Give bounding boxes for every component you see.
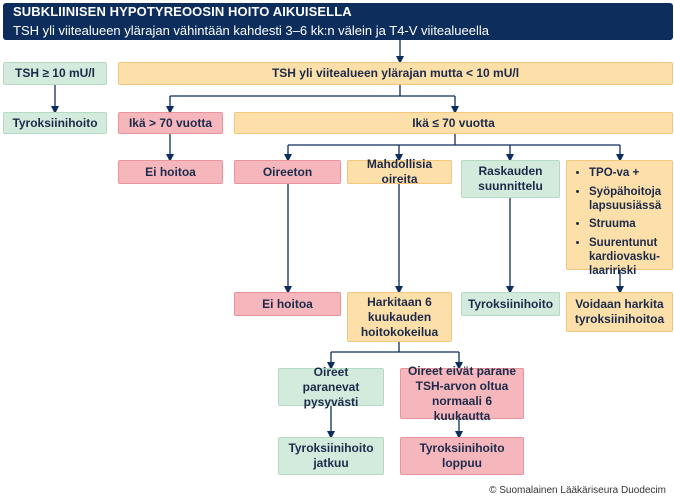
tsh-mid-box: TSH yli viitealueen ylärajan mutta < 10 …: [118, 62, 673, 85]
oireeton-box: Oireeton: [234, 160, 341, 184]
voidaan-harkita-box: Voidaan harkita tyroksiinihoitoa: [566, 292, 673, 332]
tyroksiinihoito-left-box: Tyroksiinihoito: [3, 112, 107, 134]
ei-hoitoa-box-1: Ei hoitoa: [118, 160, 223, 184]
tyroksiinihoito-loppuu-box: Tyroksiinihoito loppuu: [400, 437, 524, 475]
harkitaan-box: Harkitaan 6 kuukauden hoitokokeilua: [347, 292, 452, 342]
risk-factors-box: TPO-va + Syöpähoitoja lapsuusiässä Struu…: [566, 160, 673, 277]
oireet-eivat-parane-box: Oireet eivät parane TSH-arvon oltua norm…: [400, 364, 524, 423]
ei-hoitoa-box-2: Ei hoitoa: [234, 292, 341, 316]
diagram-header: SUBKLIINISEN HYPOTYREOOSIN HOITO AIKUISE…: [3, 3, 673, 40]
risk-item: TPO-va +: [589, 167, 666, 181]
mahdollisia-oireita-box: Mahdollisia oireita: [347, 157, 452, 186]
diagram-subtitle: TSH yli viitealueen ylärajan vähintään k…: [13, 22, 489, 38]
age-over70-box: Ikä > 70 vuotta: [118, 112, 223, 134]
risk-item: Suurentunut kardiovasku-laaririski: [589, 237, 666, 278]
age-under70-box: Ikä ≤ 70 vuotta: [234, 112, 673, 134]
raskauden-suunnittelu-box: Raskauden suunnittelu: [461, 160, 560, 198]
tyroksiinihoito-jatkuu-box: Tyroksiinihoito jatkuu: [278, 437, 384, 475]
tyroksiinihoito-mid-box: Tyroksiinihoito: [461, 292, 560, 316]
diagram-title: SUBKLIINISEN HYPOTYREOOSIN HOITO AIKUISE…: [13, 4, 352, 20]
risk-factors-list: TPO-va + Syöpähoitoja lapsuusiässä Struu…: [575, 167, 666, 284]
copyright-text: © Suomalainen Lääkäriseura Duodecim: [489, 485, 666, 496]
risk-item: Syöpähoitoja lapsuusiässä: [589, 186, 666, 214]
tsh-high-box: TSH ≥ 10 mU/l: [3, 62, 107, 85]
risk-item: Struuma: [589, 218, 666, 232]
oireet-paranevat-box: Oireet paranevat pysyvästi: [278, 365, 384, 409]
